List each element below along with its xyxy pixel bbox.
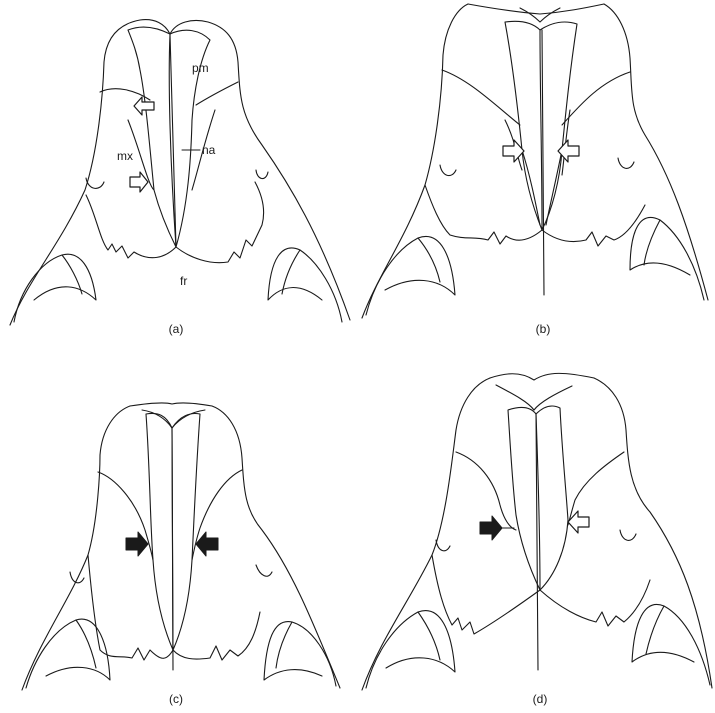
nasal-left-c <box>146 413 173 650</box>
foramen-left-c <box>70 572 84 583</box>
label-na: na <box>202 143 216 157</box>
orbit-right-d <box>632 604 710 685</box>
nasal-left-d <box>508 407 540 590</box>
orbit-right-inner-b <box>644 220 660 265</box>
orbit-left-inner-c <box>76 620 96 668</box>
suture-left-d <box>456 452 516 530</box>
label-pm: pm <box>192 61 209 75</box>
solid-arrow-icon <box>480 516 502 540</box>
suture-right-lower-b <box>546 110 570 225</box>
solid-arrow-icon <box>196 532 218 556</box>
suture-right-upper-b <box>562 72 630 125</box>
frontal-suture-c <box>88 555 260 660</box>
foramen-left-d <box>436 540 450 551</box>
label-fr: fr <box>180 274 187 288</box>
nasal-left-a <box>128 27 176 247</box>
orbit-left-c <box>26 619 110 688</box>
orbit-right-c <box>264 622 336 686</box>
orbit-left-a <box>14 254 96 322</box>
rostrum-top-c <box>130 403 212 406</box>
orbit-right-a <box>268 248 342 322</box>
panel-c: (c) <box>22 403 340 706</box>
foramen-right-a <box>256 170 268 179</box>
midline-c <box>172 428 173 670</box>
caption-b: (b) <box>536 322 551 336</box>
orbit-right-b <box>630 217 704 300</box>
orbit-left-b <box>366 237 455 315</box>
rostrum-top-d <box>490 373 594 380</box>
caption-c: (c) <box>169 692 183 706</box>
nasal-left-b <box>505 21 542 230</box>
panel-d: (d) <box>362 373 712 706</box>
suture-left-upper-b <box>442 70 520 125</box>
rostrum-top-b <box>468 4 604 14</box>
nasal-notch-b <box>520 8 560 22</box>
nasal-right-b <box>540 22 577 230</box>
orbit-right-inner-c <box>276 622 292 668</box>
solid-arrow-icon <box>126 532 148 556</box>
nasal-right-c <box>172 414 200 650</box>
foramen-left-b <box>440 165 456 176</box>
foramen-right-c <box>256 565 272 576</box>
caption-d: (d) <box>533 692 548 706</box>
panel-b: (b) <box>362 4 708 336</box>
nasal-midline-a <box>170 34 176 247</box>
pm-mx-suture-right-a <box>196 82 238 105</box>
frontal-suture-d <box>432 555 650 634</box>
open-arrow-icon <box>130 172 148 192</box>
foramen-right-d <box>620 530 636 540</box>
midline-b <box>542 30 544 295</box>
orbit-left-inner-d <box>418 612 440 660</box>
panel-a: pm mx na fr (a) <box>10 20 350 336</box>
foramen-right-b <box>618 158 634 168</box>
nasal-right-d <box>536 406 568 590</box>
frontal-suture-b <box>425 185 645 246</box>
orbit-left-inner-a <box>62 255 82 294</box>
label-mx: mx <box>117 149 133 163</box>
skull-outline-b <box>362 4 708 318</box>
orbit-right-inner-d <box>646 606 664 654</box>
nasal-notch-d <box>496 385 572 410</box>
caption-a: (a) <box>169 322 184 336</box>
skull-outline-c <box>22 406 340 690</box>
orbit-left-inner-b <box>418 238 440 282</box>
